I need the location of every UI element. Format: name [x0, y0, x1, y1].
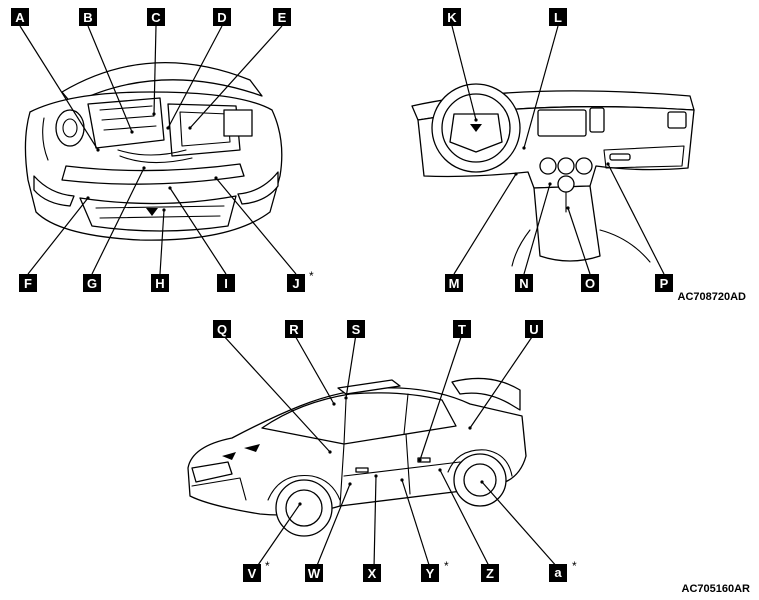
callout-label-T: T — [418, 320, 471, 462]
vehicle-exterior-illustration — [187, 377, 527, 537]
callout-label-L: L — [522, 8, 567, 150]
callout-letter: K — [447, 10, 457, 25]
callout-letter: V — [248, 566, 257, 581]
callout-label-E: E — [188, 8, 291, 130]
callout-label-C: C — [147, 8, 165, 116]
callout-letter: X — [368, 566, 377, 581]
callout-label-N: N — [515, 182, 552, 292]
callout-letter: W — [308, 566, 321, 581]
callout-letter: Q — [217, 322, 227, 337]
callout-letter: D — [217, 10, 226, 25]
callout-letter: N — [519, 276, 528, 291]
callout-letter: U — [529, 322, 538, 337]
callout-label-H: H — [151, 208, 169, 292]
callout-letter: R — [289, 322, 299, 337]
callout-letter: E — [278, 10, 287, 25]
callout-letter: B — [83, 10, 92, 25]
figure-code-bottom: AC705160AR — [682, 583, 751, 595]
callout-label-M: M — [445, 172, 518, 292]
asterisk-mark: * — [444, 559, 449, 573]
callout-letter: a — [554, 565, 562, 580]
callout-label-B: B — [79, 8, 134, 134]
callout-label-Z: Z — [438, 468, 499, 582]
callout-letter: C — [151, 10, 161, 25]
callout-label-F: F — [19, 196, 90, 292]
callout-label-G: G — [83, 166, 146, 292]
cockpit-illustration — [411, 83, 695, 267]
callout-label-Y: Y * — [400, 478, 449, 582]
callout-letter: S — [352, 322, 361, 337]
callout-label-Q: Q — [213, 320, 332, 454]
callout-letter: G — [87, 276, 97, 291]
callout-letter: J — [292, 276, 299, 291]
callout-letter: T — [458, 322, 466, 337]
callout-label-U: U — [468, 320, 543, 430]
callout-label-S: S — [344, 320, 365, 400]
callout-letter: Y — [426, 566, 435, 581]
callout-label-V: V * — [243, 502, 302, 582]
callout-label-a: a * — [480, 480, 577, 582]
callout-label-I: I — [168, 186, 235, 292]
leader-lines — [19, 25, 665, 569]
callout-label-O: O — [566, 206, 599, 292]
figure-code-top: AC708720AD — [678, 291, 747, 303]
callout-letter: F — [24, 276, 32, 291]
callout-label-R: R — [285, 320, 336, 406]
asterisk-mark: * — [309, 269, 314, 283]
engine-compartment-illustration — [24, 62, 283, 241]
callout-label-K: K — [443, 8, 478, 122]
asterisk-mark: * — [572, 559, 577, 573]
callout-label-P: P — [606, 162, 673, 292]
callout-letter: O — [585, 276, 595, 291]
callout-letter: M — [449, 276, 460, 291]
callout-label-X: X — [363, 474, 381, 582]
callout-letter: L — [554, 10, 562, 25]
asterisk-mark: * — [265, 559, 270, 573]
callout-letter: P — [660, 276, 669, 291]
callout-letter: Z — [486, 566, 494, 581]
callout-letter: I — [224, 276, 228, 291]
callout-letter: A — [15, 10, 25, 25]
callout-label-J: J * — [214, 176, 314, 292]
callout-label-A: A — [11, 8, 100, 152]
callout-letter: H — [155, 276, 164, 291]
callout-label-W: W — [305, 482, 352, 582]
callout-label-D: D — [166, 8, 231, 130]
